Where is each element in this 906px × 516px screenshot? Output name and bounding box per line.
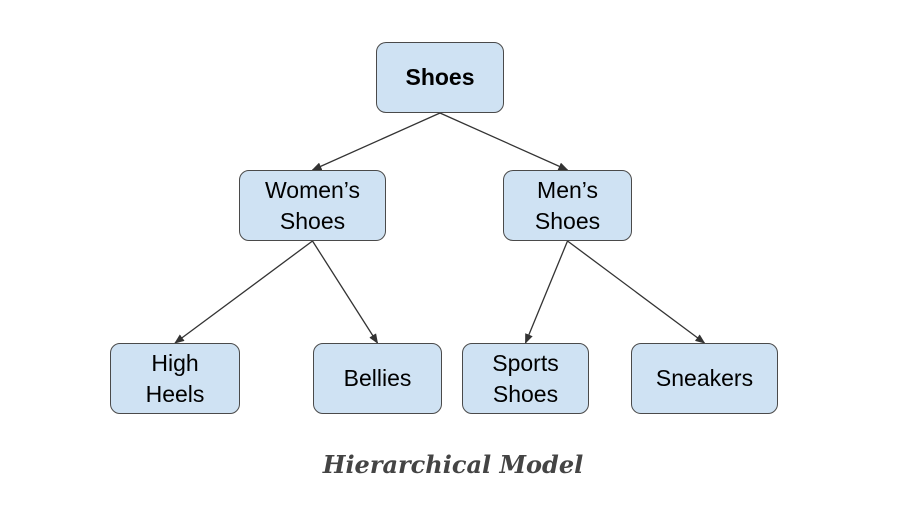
edge-mens_shoes-to-sports_shoes <box>524 240 569 344</box>
node-shoes: Shoes <box>376 42 504 113</box>
edge-womens_shoes-to-bellies <box>311 240 379 344</box>
edge-mens_shoes-to-sneakers <box>567 240 706 344</box>
node-womens-shoes: Women’s Shoes <box>239 170 386 241</box>
node-bellies: Bellies <box>313 343 442 414</box>
edge-shoes-to-womens_shoes <box>311 112 441 171</box>
diagram-caption: Hierarchical Model <box>322 450 584 479</box>
node-high-heels: High Heels <box>110 343 240 414</box>
edge-shoes-to-mens_shoes <box>439 112 569 171</box>
node-sneakers: Sneakers <box>631 343 778 414</box>
node-sports-shoes: Sports Shoes <box>462 343 589 414</box>
edges-group <box>174 112 706 344</box>
edge-womens_shoes-to-high_heels <box>174 240 313 344</box>
node-mens-shoes: Men’s Shoes <box>503 170 632 241</box>
